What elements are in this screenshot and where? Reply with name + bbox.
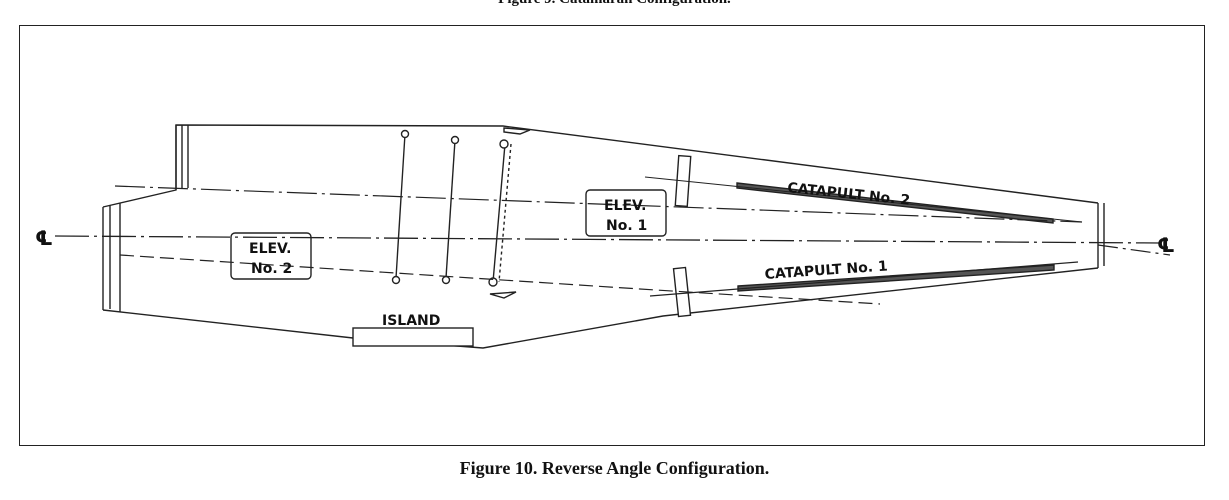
elevator-1-box xyxy=(585,189,667,237)
island-label: ISLAND xyxy=(382,313,440,329)
small-marker-bottom xyxy=(489,291,517,299)
arresting-wire-1 xyxy=(395,133,406,279)
small-marker-top xyxy=(503,127,531,135)
elevator-2-box xyxy=(230,232,312,280)
figure-caption: Figure 10. Reverse Angle Configuration. xyxy=(459,458,770,478)
catapult-2-label: CATAPULT No. 2 xyxy=(787,180,911,209)
arresting-wire-3 xyxy=(492,143,506,283)
angled-deck-axis-upper xyxy=(114,185,1083,223)
catapult-1-extension xyxy=(649,261,1079,297)
bow-edge xyxy=(1097,203,1105,268)
arresting-wire-3-dashed xyxy=(498,143,512,283)
previous-figure-caption: Figure 9. Catamaran Configuration. xyxy=(0,0,1229,8)
elevator-1-label-line1: ELEV. xyxy=(604,198,646,214)
centerline xyxy=(54,235,1161,244)
island-block xyxy=(352,327,474,347)
angled-deck-axis-lower xyxy=(119,254,881,305)
stern-edge xyxy=(102,203,121,312)
elevator-2-label-line2: No. 2 xyxy=(251,261,292,277)
centerline-symbol-left: ℄ xyxy=(35,226,53,250)
bow-extension xyxy=(1097,244,1171,256)
hull-lower-edge xyxy=(102,267,1099,349)
elevator-1-label-line2: No. 1 xyxy=(606,218,647,234)
elevator-2-label-line1: ELEV. xyxy=(249,241,291,257)
catapult-2-extension xyxy=(644,176,1083,223)
figure-frame xyxy=(19,25,1205,446)
arresting-wire-2 xyxy=(445,139,456,279)
stern-structure xyxy=(175,125,189,190)
centerline-symbol-right: ℄ xyxy=(1157,233,1175,257)
